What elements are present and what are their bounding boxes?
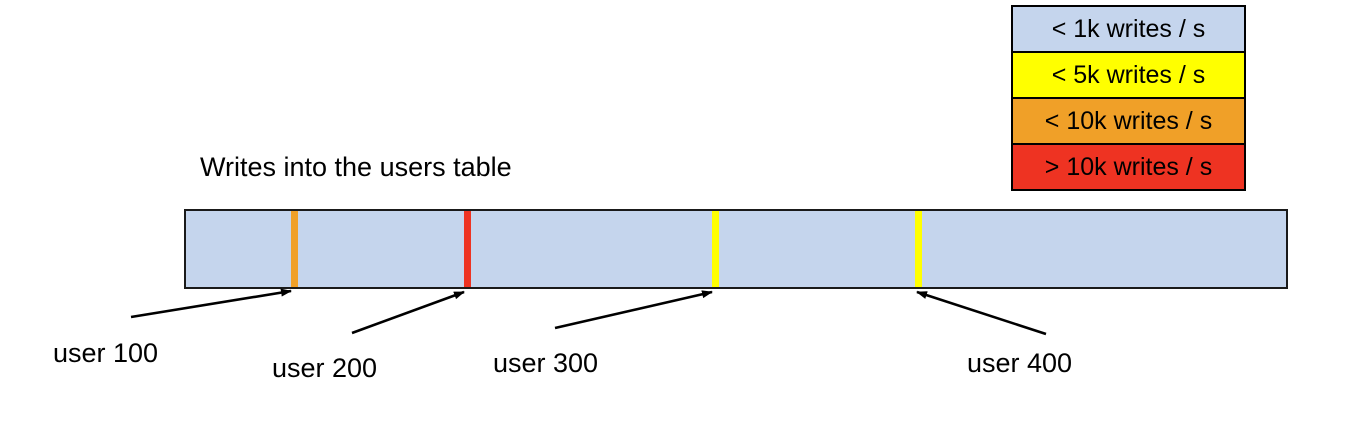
- band-orange: [291, 211, 298, 287]
- arrow-1: [130, 288, 292, 319]
- arrow-2: [351, 290, 465, 335]
- band-yellow-2: [915, 211, 922, 287]
- legend-row-label: > 10k writes / s: [1044, 152, 1213, 181]
- bar-caption: Writes into the users table: [200, 152, 512, 182]
- legend-row-3: < 10k writes / s: [1013, 99, 1244, 145]
- users-table-bar: [184, 209, 1288, 289]
- band-red: [464, 211, 471, 287]
- legend-row-label: < 5k writes / s: [1051, 60, 1206, 89]
- legend-row-4: > 10k writes / s: [1013, 145, 1244, 189]
- user-label-1: user 100: [53, 338, 159, 368]
- band-yellow-1: [712, 211, 719, 287]
- legend-row-label: < 10k writes / s: [1044, 106, 1213, 135]
- arrow-4: [916, 290, 1047, 336]
- user-label-4: user 400: [967, 348, 1073, 378]
- user-label-3: user 300: [493, 348, 599, 378]
- arrow-3: [554, 290, 713, 330]
- legend-row-label: < 1k writes / s: [1051, 14, 1206, 43]
- legend-row-2: < 5k writes / s: [1013, 53, 1244, 99]
- legend: < 1k writes / s < 5k writes / s < 10k writ…: [1011, 5, 1246, 191]
- legend-row-1: < 1k writes / s: [1013, 7, 1244, 53]
- user-label-2: user 200: [272, 353, 378, 383]
